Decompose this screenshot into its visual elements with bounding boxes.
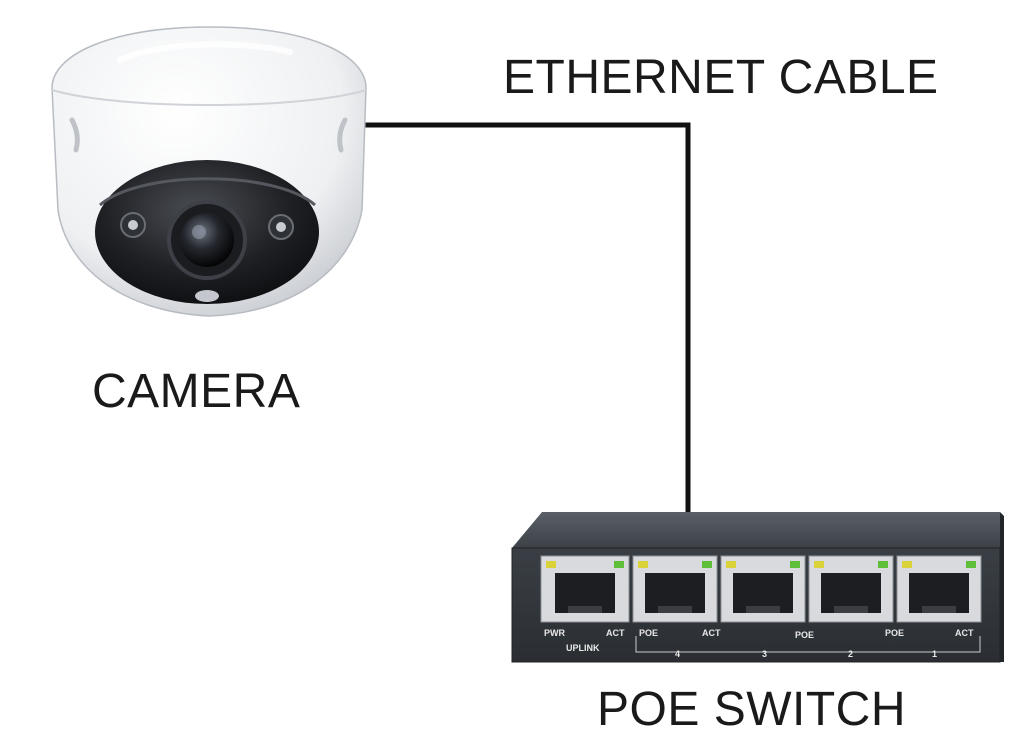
act-label-left: ACT [606,628,625,638]
switch-port-uplink [540,555,630,623]
port-number-1: 1 [932,649,937,659]
pwr-label: PWR [544,628,565,638]
port-number-3: 3 [762,649,767,659]
act-label-a: ACT [702,628,721,638]
port-number-2: 2 [848,649,853,659]
poe-switch-icon: PWR ACT UPLINK POE ACT POE POE ACT 4 3 2… [511,512,1004,663]
act-label-c: ACT [955,628,974,638]
poe-label-a: POE [639,628,658,638]
switch-port-1 [896,555,982,623]
camera-label: CAMERA [92,365,301,418]
switch-port-3 [720,555,806,623]
uplink-label: UPLINK [566,643,600,653]
switch-port-2 [808,555,894,623]
poe-label-b: POE [795,630,814,640]
poe-label-c: POE [885,628,904,638]
port-number-4: 4 [675,649,680,659]
dome-camera-icon [51,26,367,317]
poe-switch-label: POE SWITCH [597,683,907,736]
ethernet-cable-line [362,122,691,518]
ethernet-cable-label: ETHERNET CABLE [503,51,939,104]
switch-port-4 [632,555,718,623]
